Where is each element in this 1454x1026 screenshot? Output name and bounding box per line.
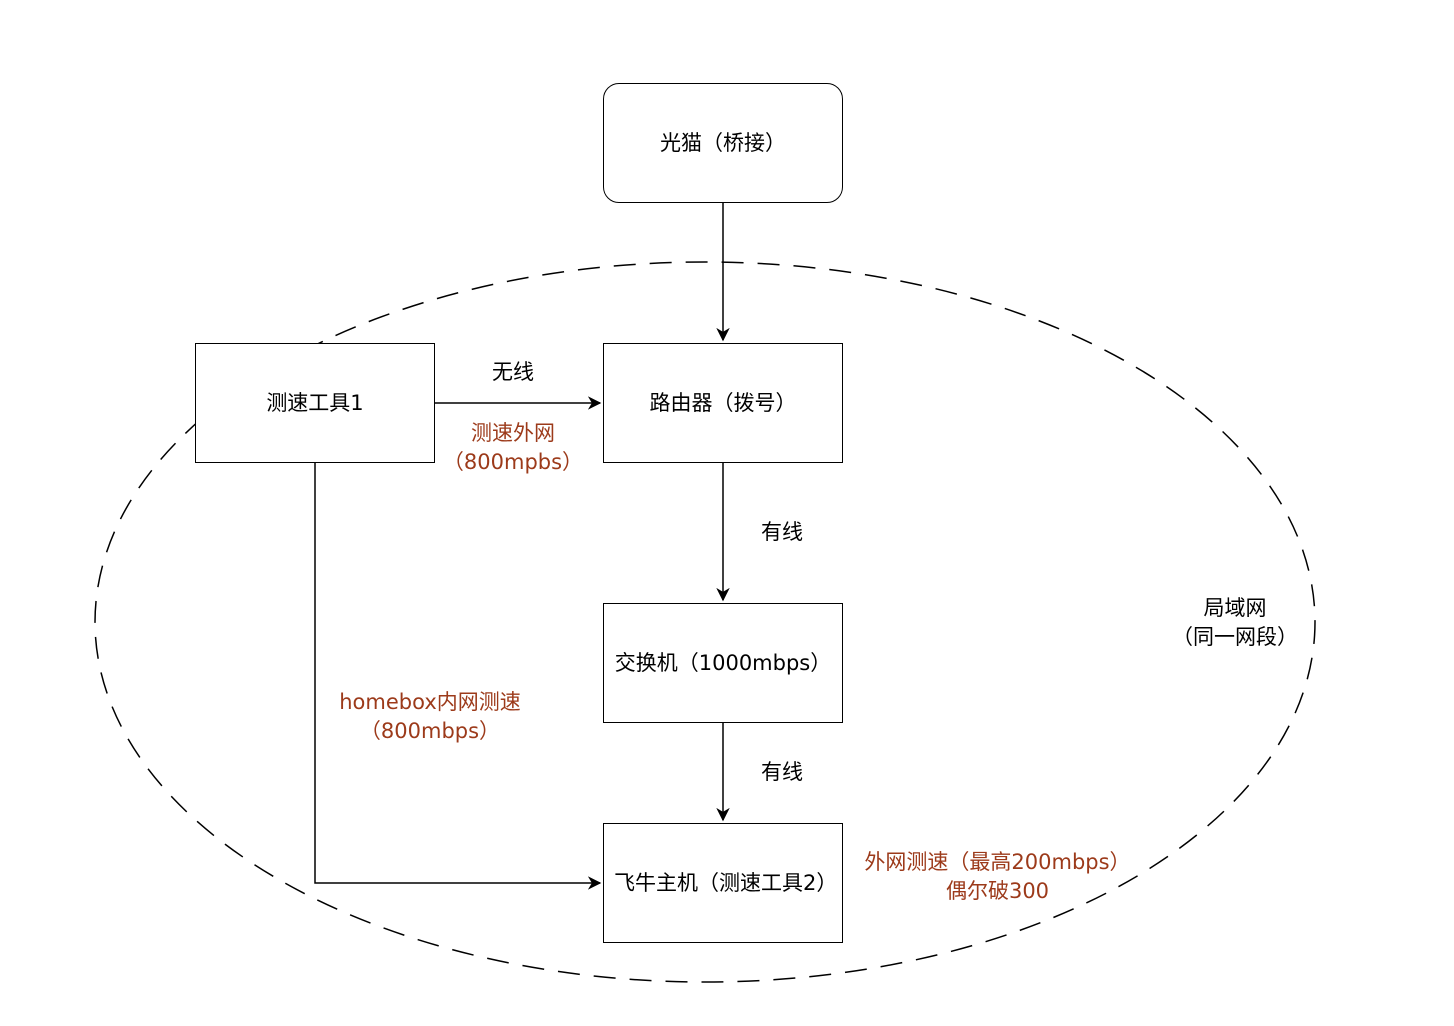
speedtest1-node[interactable]: 测速工具1 — [195, 343, 435, 463]
annotation-lan: 局域网 （同一网段） — [1172, 596, 1298, 649]
edge-label-wireless: 无线 — [492, 360, 534, 384]
fnos-host-label: 飞牛主机（测速工具2） — [614, 871, 838, 895]
annotation-external-speed: 测速外网 （800mpbs） — [442, 421, 584, 474]
modem-node[interactable]: 光猫（桥接） — [603, 83, 843, 203]
lan-boundary-ellipse — [94, 261, 1316, 983]
modem-label: 光猫（桥接） — [660, 131, 786, 155]
annotation-homebox-speed: homebox内网测速 （800mbps） — [339, 690, 521, 743]
router-label: 路由器（拨号） — [649, 391, 797, 415]
edge-speedtest1-to-host — [314, 463, 602, 890]
router-node[interactable]: 路由器（拨号） — [603, 343, 843, 463]
switch-node[interactable]: 交换机（1000mbps） — [603, 603, 843, 723]
edge-label-wired-router-switch: 有线 — [761, 520, 803, 544]
switch-label: 交换机（1000mbps） — [614, 651, 832, 675]
fnos-host-node[interactable]: 飞牛主机（测速工具2） — [603, 823, 843, 943]
speedtest1-label: 测速工具1 — [266, 391, 364, 415]
edge-label-wired-switch-host: 有线 — [761, 760, 803, 784]
annotation-host-external-speed: 外网测速（最高200mbps） 偶尔破300 — [864, 850, 1131, 903]
